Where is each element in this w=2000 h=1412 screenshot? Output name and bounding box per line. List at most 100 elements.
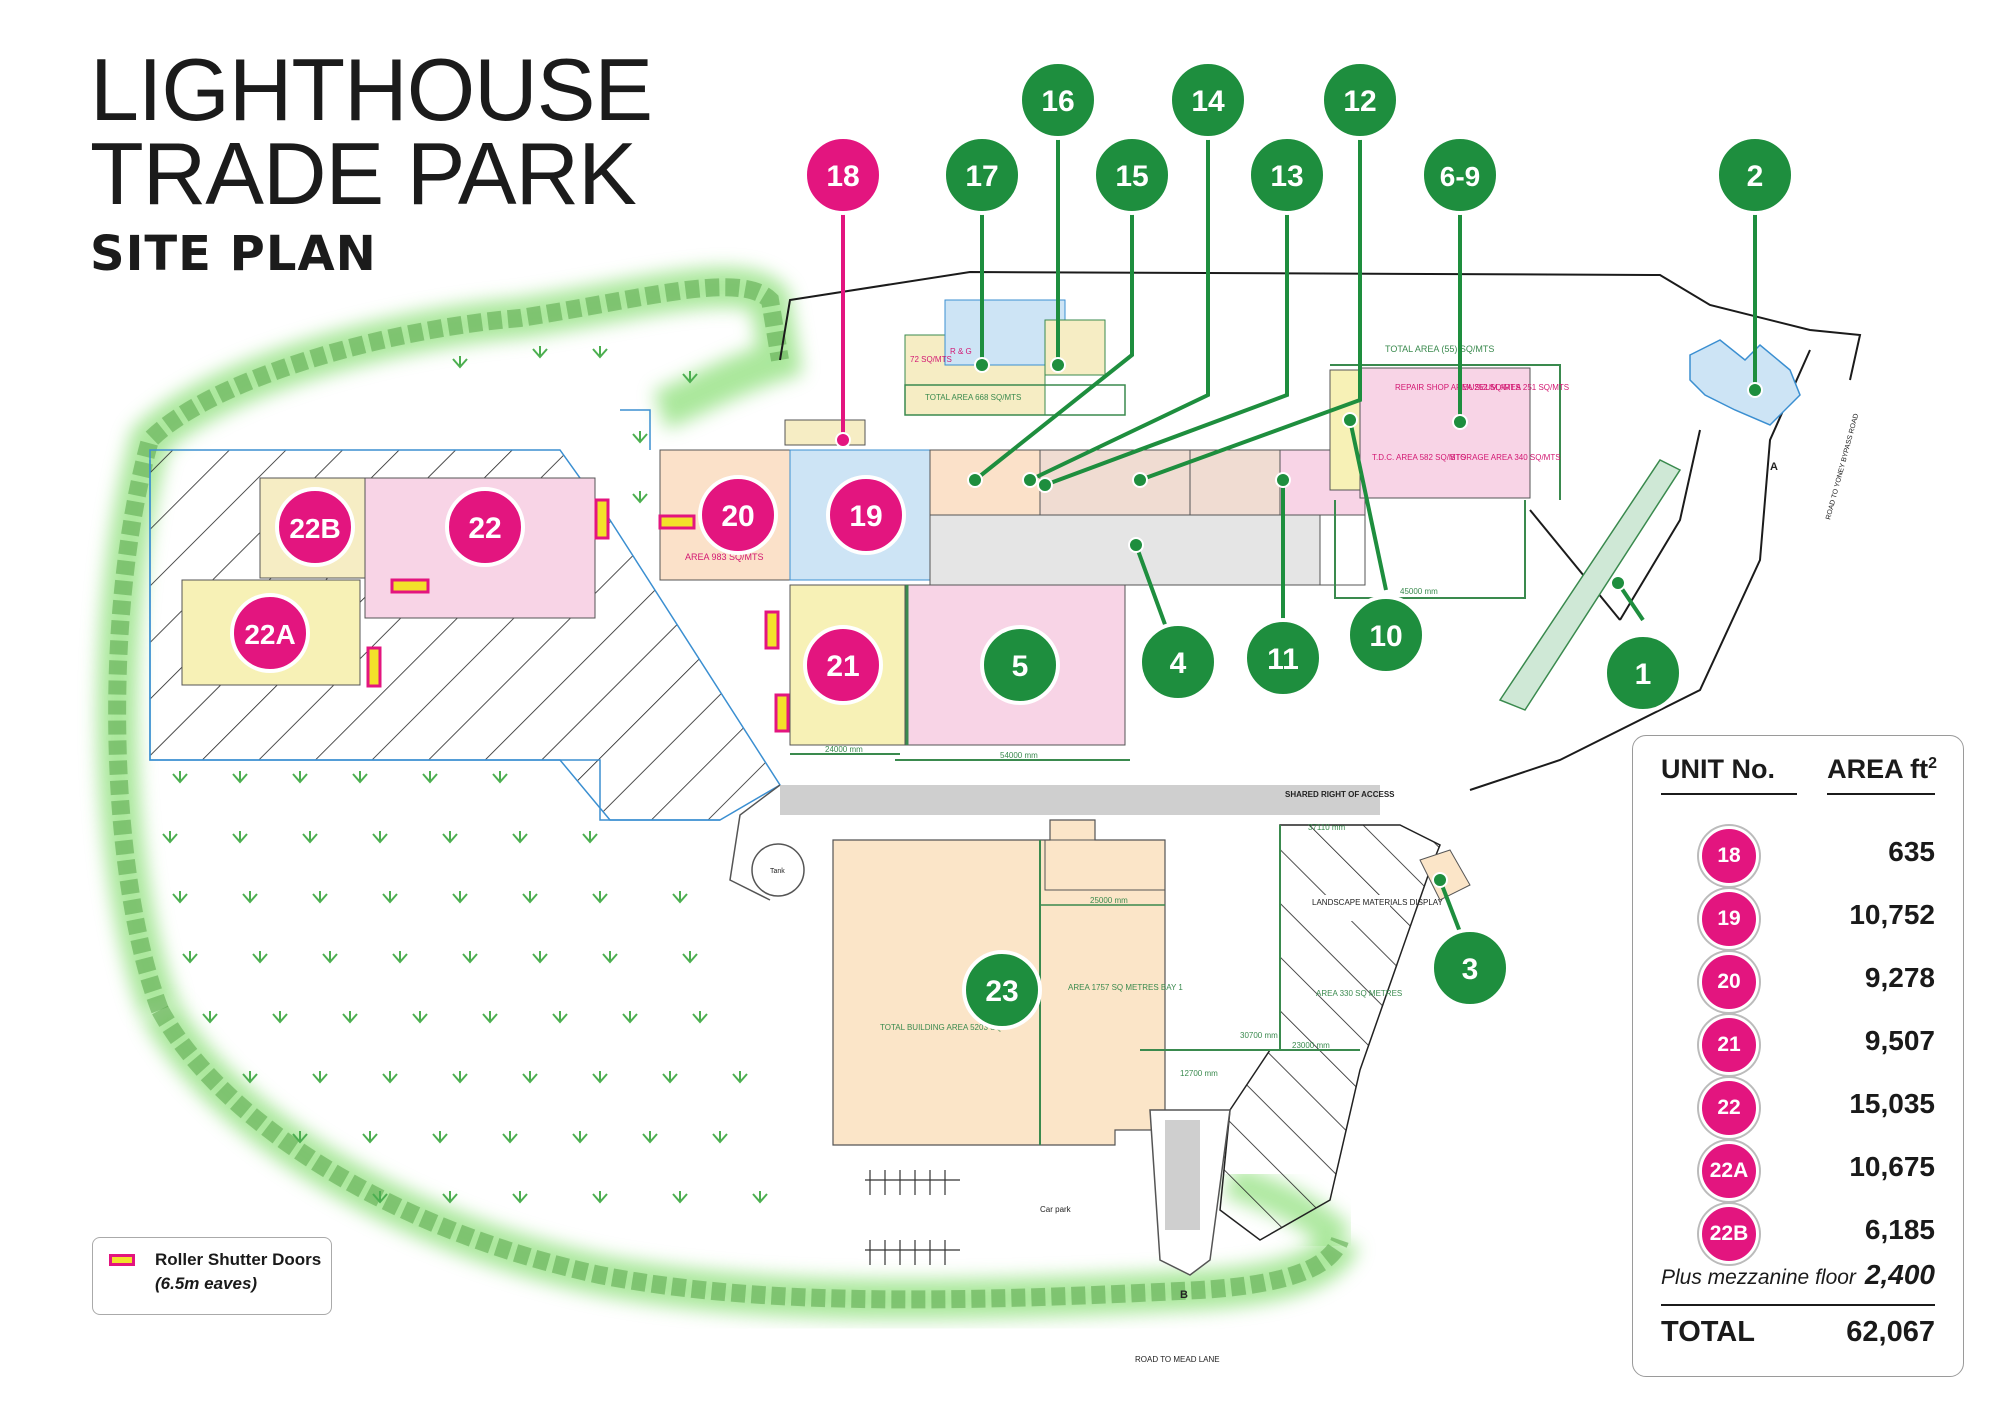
table-row-unit-badge: 22B: [1699, 1204, 1759, 1264]
svg-text:45000 mm: 45000 mm: [1400, 587, 1438, 596]
parking-lines: [865, 1170, 960, 1265]
svg-text:AREA 983 SQ/MTS: AREA 983 SQ/MTS: [685, 552, 764, 562]
unit-1-building: [1498, 459, 1682, 711]
svg-text:SHARED RIGHT OF ACCESS: SHARED RIGHT OF ACCESS: [1285, 790, 1395, 799]
marker-unit-22[interactable]: 22: [445, 487, 525, 567]
total-label: TOTAL: [1661, 1316, 1755, 1348]
table-row-unit-badge: 20: [1699, 952, 1759, 1012]
svg-text:STORAGE AREA 340 SQ/MTS: STORAGE AREA 340 SQ/MTS: [1450, 453, 1561, 462]
svg-text:18: 18: [826, 160, 859, 193]
svg-text:21: 21: [826, 650, 859, 683]
svg-text:12: 12: [1343, 85, 1376, 118]
table-row-unit-badge: 21: [1699, 1015, 1759, 1075]
mezzanine-value: 2,400: [1864, 1259, 1935, 1290]
page-subtitle: SITE PLAN: [90, 226, 377, 282]
marker-unit-5[interactable]: 5: [980, 625, 1060, 705]
legend-label: Roller Shutter Doors: [155, 1250, 322, 1269]
marker-unit-14[interactable]: 14: [1168, 60, 1248, 140]
table-row-area: 10,752: [1849, 899, 1935, 930]
legend-note: (6.5m eaves): [155, 1274, 258, 1293]
svg-text:6-9: 6-9: [1440, 161, 1480, 192]
svg-text:24000 mm: 24000 mm: [825, 745, 863, 754]
marker-unit-18[interactable]: 18: [803, 135, 883, 215]
svg-text:5: 5: [1012, 650, 1029, 683]
mezzanine-label: Plus mezzanine floor: [1661, 1266, 1856, 1289]
marker-unit-22b[interactable]: 22B: [275, 487, 355, 567]
svg-text:22B: 22B: [289, 513, 340, 544]
table-header-area: AREA ft2: [1827, 754, 1937, 784]
total-divider: [1661, 1304, 1935, 1306]
marker-unit-20[interactable]: 20: [698, 475, 778, 555]
roller-shutter-swatch: [109, 1254, 135, 1266]
svg-text:14: 14: [1191, 85, 1225, 118]
svg-text:2: 2: [1747, 160, 1764, 193]
svg-text:4: 4: [1170, 647, 1187, 680]
table-row-area: 6,185: [1864, 1214, 1935, 1245]
table-row-area: 9,507: [1864, 1025, 1935, 1056]
svg-text:25000 mm: 25000 mm: [1090, 896, 1128, 905]
tank: Tank: [751, 843, 805, 897]
table-row-area: 635: [1888, 836, 1935, 867]
svg-text:54000 mm: 54000 mm: [1000, 751, 1038, 760]
svg-text:23000 mm: 23000 mm: [1292, 1041, 1330, 1050]
table-row-unit-badge: 18: [1699, 826, 1759, 886]
marker-unit-6-9[interactable]: 6-9: [1420, 135, 1500, 215]
svg-text:REPAIR SHOP AREA 252 SQ/MTS: REPAIR SHOP AREA 252 SQ/MTS: [1395, 383, 1521, 392]
unit-markers: 18 17 16 15 14 13 12 6-9 2 20 19 22B 22 …: [230, 60, 1795, 1030]
svg-text:12700 mm: 12700 mm: [1180, 1069, 1218, 1078]
table-row-unit-badge: 22: [1699, 1078, 1759, 1138]
svg-text:19: 19: [849, 500, 882, 533]
marker-unit-19[interactable]: 19: [826, 475, 906, 555]
table-header-unit: UNIT No.: [1661, 754, 1775, 784]
svg-text:15: 15: [1115, 160, 1148, 193]
svg-text:23: 23: [985, 975, 1018, 1008]
marker-unit-13[interactable]: 13: [1247, 135, 1327, 215]
marker-unit-15[interactable]: 15: [1092, 135, 1172, 215]
svg-text:16: 16: [1041, 85, 1074, 118]
marker-unit-17[interactable]: 17: [942, 135, 1022, 215]
marker-unit-2[interactable]: 2: [1715, 135, 1795, 215]
marker-unit-21[interactable]: 21: [803, 625, 883, 705]
marker-unit-12[interactable]: 12: [1320, 60, 1400, 140]
svg-text:20: 20: [721, 500, 754, 533]
marker-unit-4[interactable]: 4: [1138, 622, 1218, 702]
main-buildings-central: [929, 449, 1366, 586]
svg-text:Tank: Tank: [770, 868, 785, 875]
landscape-area: LANDSCAPE MATERIALS DISPLAY AREA 330 SQ …: [1140, 823, 1444, 1241]
table-row-unit-badge: 22A: [1699, 1141, 1759, 1201]
svg-text:LANDSCAPE MATERIALS DISPLAY: LANDSCAPE MATERIALS DISPLAY: [1312, 898, 1444, 907]
svg-text:ROAD TO YONEY BYPASS ROAD: ROAD TO YONEY BYPASS ROAD: [1825, 413, 1860, 521]
svg-text:A: A: [1770, 461, 1778, 473]
marker-leader-lines: [841, 135, 1757, 959]
table-row-area: 15,035: [1849, 1088, 1935, 1119]
svg-text:TOTAL AREA (55) SQ/MTS: TOTAL AREA (55) SQ/MTS: [1385, 344, 1494, 354]
marker-unit-10[interactable]: 10: [1346, 595, 1426, 675]
svg-text:3: 3: [1462, 953, 1479, 986]
table-row-area: 10,675: [1849, 1151, 1935, 1182]
marker-unit-11[interactable]: 11: [1243, 618, 1323, 698]
svg-text:72 SQ/MTS: 72 SQ/MTS: [910, 355, 952, 364]
title-block: LIGHTHOUSE TRADE PARK SITE PLAN: [90, 46, 653, 283]
south-entrance-road: ROAD TO MEAD LANE B: [1135, 1109, 1231, 1364]
marker-unit-22a[interactable]: 22A: [230, 593, 310, 673]
header-underline-area: [1827, 793, 1935, 795]
marker-anchor-dots: [835, 357, 1763, 888]
unit-area-table: UNIT No. AREA ft2 18 635 19 10,752 20 9,…: [1632, 735, 1964, 1377]
svg-text:10: 10: [1369, 620, 1402, 653]
marker-unit-1[interactable]: 1: [1603, 633, 1683, 713]
header-underline-unit: [1661, 793, 1797, 795]
marker-unit-23[interactable]: 23: [962, 950, 1042, 1030]
marker-unit-16[interactable]: 16: [1018, 60, 1098, 140]
shared-access-road: SHARED RIGHT OF ACCESS: [729, 784, 1395, 901]
table-row-unit-badge: 19: [1699, 889, 1759, 949]
svg-text:MUSEUM AREA 251 SQ/MTS: MUSEUM AREA 251 SQ/MTS: [1462, 383, 1569, 392]
svg-text:TOTAL BUILDING AREA 5203 SQ: TOTAL BUILDING AREA 5203 SQ: [880, 1023, 1002, 1032]
svg-text:1: 1: [1635, 658, 1652, 691]
svg-text:13: 13: [1270, 160, 1303, 193]
svg-text:17: 17: [965, 160, 998, 193]
roller-shutter-doors: [366, 498, 790, 733]
marker-unit-3[interactable]: 3: [1430, 928, 1510, 1008]
title-line-2: TRADE PARK: [90, 124, 637, 223]
svg-text:37110 mm: 37110 mm: [1308, 823, 1346, 832]
